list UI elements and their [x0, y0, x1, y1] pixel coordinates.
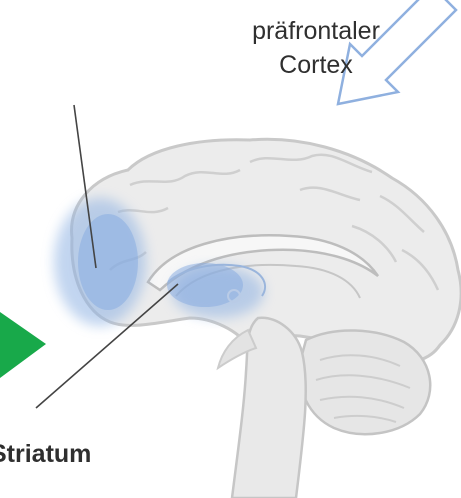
pfc-label-line-1: präfrontaler — [196, 14, 436, 48]
cerebellum — [299, 330, 430, 434]
striatum-label: Striatum — [0, 439, 250, 469]
pfc-label-line-2: Cortex — [196, 48, 436, 82]
green-triangle-icon — [0, 312, 46, 378]
prefrontal-highlight — [54, 198, 146, 326]
prefrontal-cortex-label: präfrontaler Cortex — [196, 14, 436, 82]
